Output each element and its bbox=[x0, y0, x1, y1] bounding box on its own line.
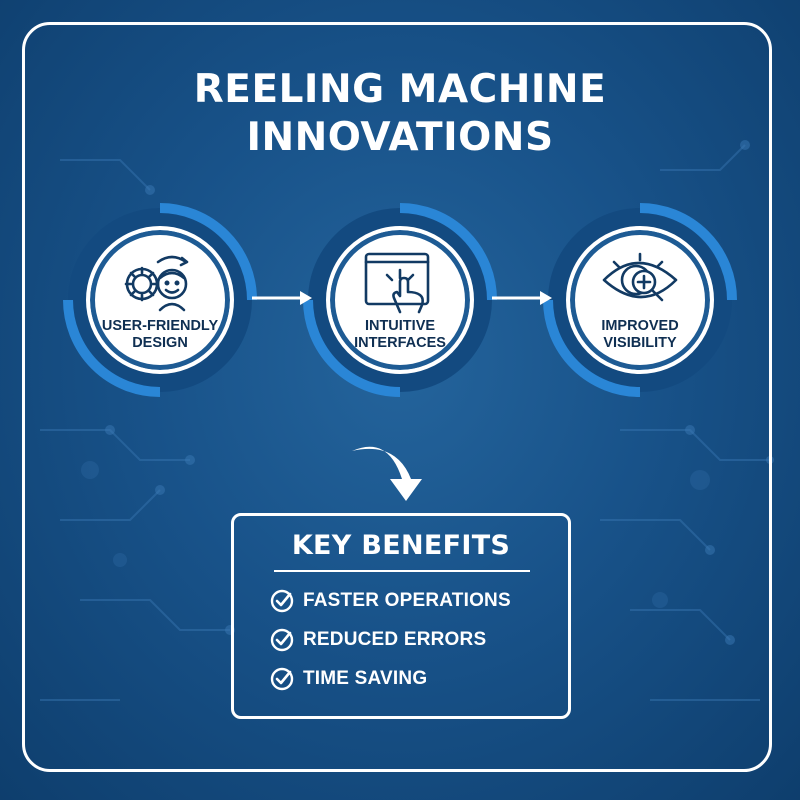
step-intuitive-interfaces: INTUITIVE INTERFACES bbox=[303, 203, 497, 397]
step-disc bbox=[566, 226, 714, 374]
eye-magnifier-icon bbox=[602, 252, 678, 302]
step-label-line-2: INTERFACES bbox=[354, 335, 446, 351]
step-label: IMPROVED VISIBILITY bbox=[560, 318, 720, 352]
page-title: REELING MACHINE INNOVATIONS bbox=[0, 66, 800, 162]
key-benefits-panel: KEY BENEFITS FASTER OPERATIONS REDUCED E… bbox=[231, 513, 571, 719]
check-circle-icon bbox=[270, 667, 294, 691]
step-label-line-2: DESIGN bbox=[132, 335, 188, 351]
benefit-text: TIME SAVING bbox=[303, 668, 428, 689]
step-label-line-1: USER-FRIENDLY bbox=[101, 318, 219, 334]
benefit-item: REDUCED ERRORS bbox=[270, 627, 486, 653]
step-label-line-2: VISIBILITY bbox=[603, 335, 677, 351]
benefit-text: REDUCED ERRORS bbox=[303, 629, 487, 650]
page-title-line-1: REELING MACHINE bbox=[193, 67, 607, 112]
key-benefits-title: KEY BENEFITS bbox=[291, 530, 511, 561]
outer-frame bbox=[22, 22, 772, 772]
curved-down-arrow-icon bbox=[352, 446, 422, 501]
gear-person-icon bbox=[124, 255, 189, 312]
step-disc bbox=[86, 226, 234, 374]
step-label-line-1: IMPROVED bbox=[601, 318, 679, 334]
connector-arrow-icon bbox=[252, 291, 312, 305]
check-circle-icon bbox=[270, 628, 294, 652]
divider bbox=[274, 570, 530, 572]
step-label: INTUITIVE INTERFACES bbox=[320, 318, 480, 352]
step-disc bbox=[326, 226, 474, 374]
step-label: USER-FRIENDLY DESIGN bbox=[80, 318, 240, 352]
connector-arrow-icon bbox=[492, 291, 552, 305]
step-label-line-1: INTUITIVE bbox=[364, 318, 436, 334]
benefit-text: FASTER OPERATIONS bbox=[303, 590, 511, 611]
benefit-item: FASTER OPERATIONS bbox=[270, 588, 511, 614]
step-user-friendly-design: USER-FRIENDLY DESIGN bbox=[63, 203, 257, 397]
check-circle-icon bbox=[270, 589, 294, 613]
benefit-item: TIME SAVING bbox=[270, 666, 427, 692]
touchscreen-icon bbox=[364, 252, 430, 314]
step-improved-visibility: IMPROVED VISIBILITY bbox=[543, 203, 737, 397]
page-title-line-2: INNOVATIONS bbox=[246, 115, 554, 160]
